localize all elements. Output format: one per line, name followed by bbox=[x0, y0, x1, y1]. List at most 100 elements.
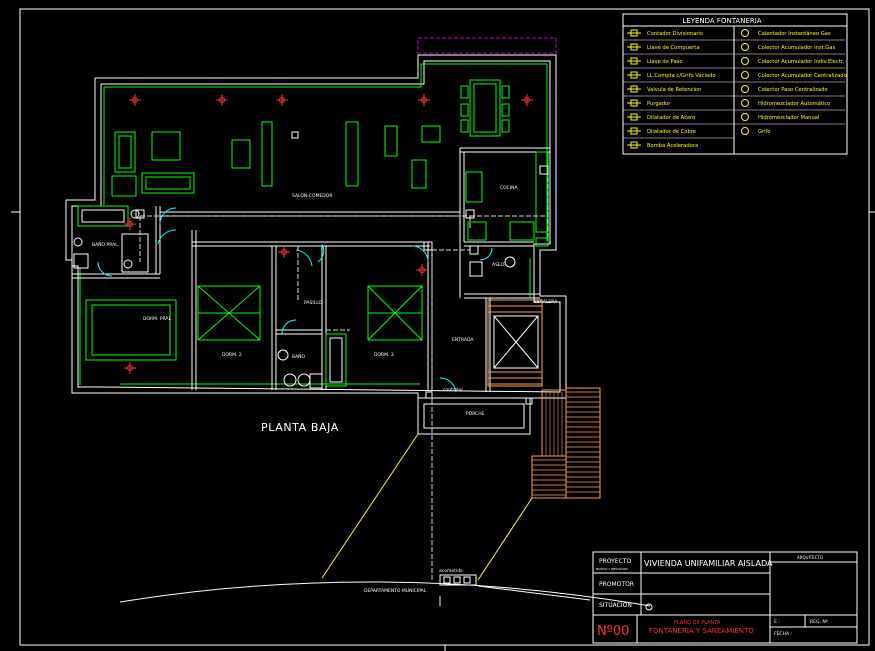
room-labels: SALON-COMEDOR COCINA ASEO BAÑO PRAL. DOR… bbox=[92, 185, 558, 417]
light-point-icon bbox=[418, 94, 430, 106]
bomba-icon bbox=[627, 141, 641, 149]
legend-row: Hidromezclador Manual bbox=[741, 113, 819, 121]
legend-row: Dilatador de Acero bbox=[627, 113, 695, 121]
light-point-icon bbox=[124, 362, 136, 374]
title-block-text: PROYECTO BASICO Y EJECUCION VIVIENDA UNI… bbox=[596, 555, 828, 639]
legend-label: Dilatador de Acero bbox=[647, 115, 695, 121]
legend-row: Colector Acumulador Centralizado. bbox=[741, 71, 849, 79]
label-salon: SALON-COMEDOR bbox=[292, 193, 332, 199]
legend-label: Grifo bbox=[758, 129, 771, 135]
site-lines bbox=[119, 400, 653, 611]
label-entrada: ENTRADA bbox=[452, 337, 474, 343]
fecha-label: FECHA : bbox=[774, 631, 792, 637]
light-point-icon bbox=[416, 264, 428, 276]
light-point-icon bbox=[276, 94, 288, 106]
legend-label: Valvula de Retencion bbox=[647, 87, 701, 93]
legend-row: LL.Compta c/Grifo Vaciado bbox=[627, 71, 716, 79]
legend-row: Valvula de Retencion bbox=[627, 85, 701, 93]
legend-label: Purgador bbox=[647, 101, 671, 107]
bed-furniture bbox=[85, 285, 423, 361]
water-pipes bbox=[139, 170, 549, 400]
colector-electr-icon bbox=[741, 57, 749, 65]
legend-label: Hidromezclador Manual bbox=[758, 115, 819, 121]
legend-row: Dilatador de Cobre bbox=[627, 127, 696, 135]
street-label: DEPARTAMENTO MUNICIPAL bbox=[364, 588, 427, 594]
legend-row: Llave de Paso bbox=[627, 57, 683, 65]
label-escalera: ESCALERA bbox=[534, 299, 558, 305]
dilatador-cobre-icon bbox=[627, 127, 641, 135]
legend-row: Bomba Aceleradora bbox=[627, 141, 698, 149]
hidrocontador-auto-icon bbox=[741, 99, 749, 107]
legend-row: Hidromezclador Automático bbox=[741, 99, 830, 107]
arquitecto-label: ARQUITECTO bbox=[797, 555, 823, 560]
plano-title-1: PLANO DE PLANTA bbox=[674, 620, 721, 626]
terrace-outline bbox=[417, 37, 557, 54]
legend-row: Llave de Compuerta bbox=[627, 43, 700, 51]
legend-label: Llave de Paso bbox=[647, 59, 683, 65]
plano-title-2: FONTANERIA Y SANEAMIENTO bbox=[649, 627, 754, 635]
salon-furniture bbox=[111, 79, 549, 241]
label-aseo: ASEO bbox=[492, 262, 505, 268]
legend-row: Colector Acumulador Inst.Gas bbox=[741, 43, 835, 51]
legend-label: Colector Acumulador Indiv.Electr. bbox=[758, 59, 844, 65]
light-point-icon bbox=[521, 94, 533, 106]
legend-label: Llave de Compuerta bbox=[647, 45, 700, 51]
proyecto-sub: BASICO Y EJECUCION bbox=[596, 567, 628, 571]
promotor-label: PROMOTOR bbox=[599, 581, 634, 588]
legend-title: LEYENDA FONTANERIA bbox=[682, 17, 761, 25]
porch bbox=[417, 391, 533, 435]
reg-label: REG. Nº bbox=[810, 619, 828, 625]
bathroom-fixtures bbox=[73, 205, 516, 389]
inner-wall-faces bbox=[79, 63, 548, 385]
label-dorm-3: DORM. 3 bbox=[374, 352, 394, 358]
legend-row: Calentador Instantáneo Gas bbox=[741, 29, 831, 37]
contador-icon bbox=[627, 29, 641, 37]
llave-compuerta-icon bbox=[627, 43, 641, 51]
label-contador: contador bbox=[443, 387, 463, 393]
proyecto-value: VIVIENDA UNIFAMILIAR AISLADA bbox=[644, 559, 773, 568]
purgador-icon bbox=[627, 99, 641, 107]
light-point-icon bbox=[124, 218, 136, 230]
legend-row: Colector Acumulador Indiv.Electr. bbox=[741, 57, 844, 65]
escala-label: E : bbox=[774, 619, 780, 625]
label-dorm-pral: DORM. PRAL. bbox=[143, 316, 173, 322]
colector-paso-icon bbox=[741, 85, 749, 93]
title-block bbox=[592, 551, 858, 644]
calentador-gas-icon bbox=[741, 29, 749, 37]
label-cocina: COCINA bbox=[500, 185, 519, 191]
legend-label: LL.Compta c/Grifo Vaciado bbox=[647, 73, 716, 79]
ceiling-light-points bbox=[124, 94, 533, 374]
drawing-frame bbox=[11, 8, 875, 651]
grifo-icon bbox=[741, 127, 749, 135]
legend-label: Colector Acumulador Centralizado. bbox=[758, 73, 849, 79]
legend-row: Colector Paso Centralizado bbox=[741, 85, 828, 93]
situacion-label: SITUACION bbox=[599, 602, 632, 609]
stair-steps bbox=[532, 391, 600, 496]
legend-label: Bomba Aceleradora bbox=[647, 143, 698, 149]
llave-paso-icon bbox=[627, 57, 641, 65]
legend-label: Colector Paso Centralizado bbox=[758, 87, 828, 93]
floor-plan[interactable]: SALON-COMEDOR COCINA ASEO BAÑO PRAL. DOR… bbox=[65, 37, 601, 499]
legend-row: Purgador bbox=[627, 99, 671, 107]
plano-number: Nº00 bbox=[597, 624, 629, 639]
hidrocontador-manual-icon bbox=[741, 113, 749, 121]
valvula-retencion-icon bbox=[627, 85, 641, 93]
grifo-vaciado-icon bbox=[627, 71, 641, 79]
outer-walls bbox=[65, 54, 567, 399]
acometida-label: acometida bbox=[439, 568, 463, 574]
dilatador-acero-icon bbox=[627, 113, 641, 121]
legend-panel: LEYENDA FONTANERIA Contador Divisionario… bbox=[622, 13, 849, 155]
staircase bbox=[487, 299, 601, 499]
light-point-icon bbox=[278, 246, 290, 258]
label-dorm-2: DORM. 2 bbox=[222, 352, 242, 358]
light-point-icon bbox=[216, 94, 228, 106]
light-point-icon bbox=[129, 94, 141, 106]
legend-label: Hidromezclador Automático bbox=[758, 100, 830, 107]
proyecto-label: PROYECTO bbox=[599, 558, 631, 565]
legend-label: Contador Divisionario bbox=[647, 31, 703, 37]
legend-row: Grifo bbox=[741, 127, 771, 135]
colector-centralizado-icon bbox=[741, 71, 749, 79]
